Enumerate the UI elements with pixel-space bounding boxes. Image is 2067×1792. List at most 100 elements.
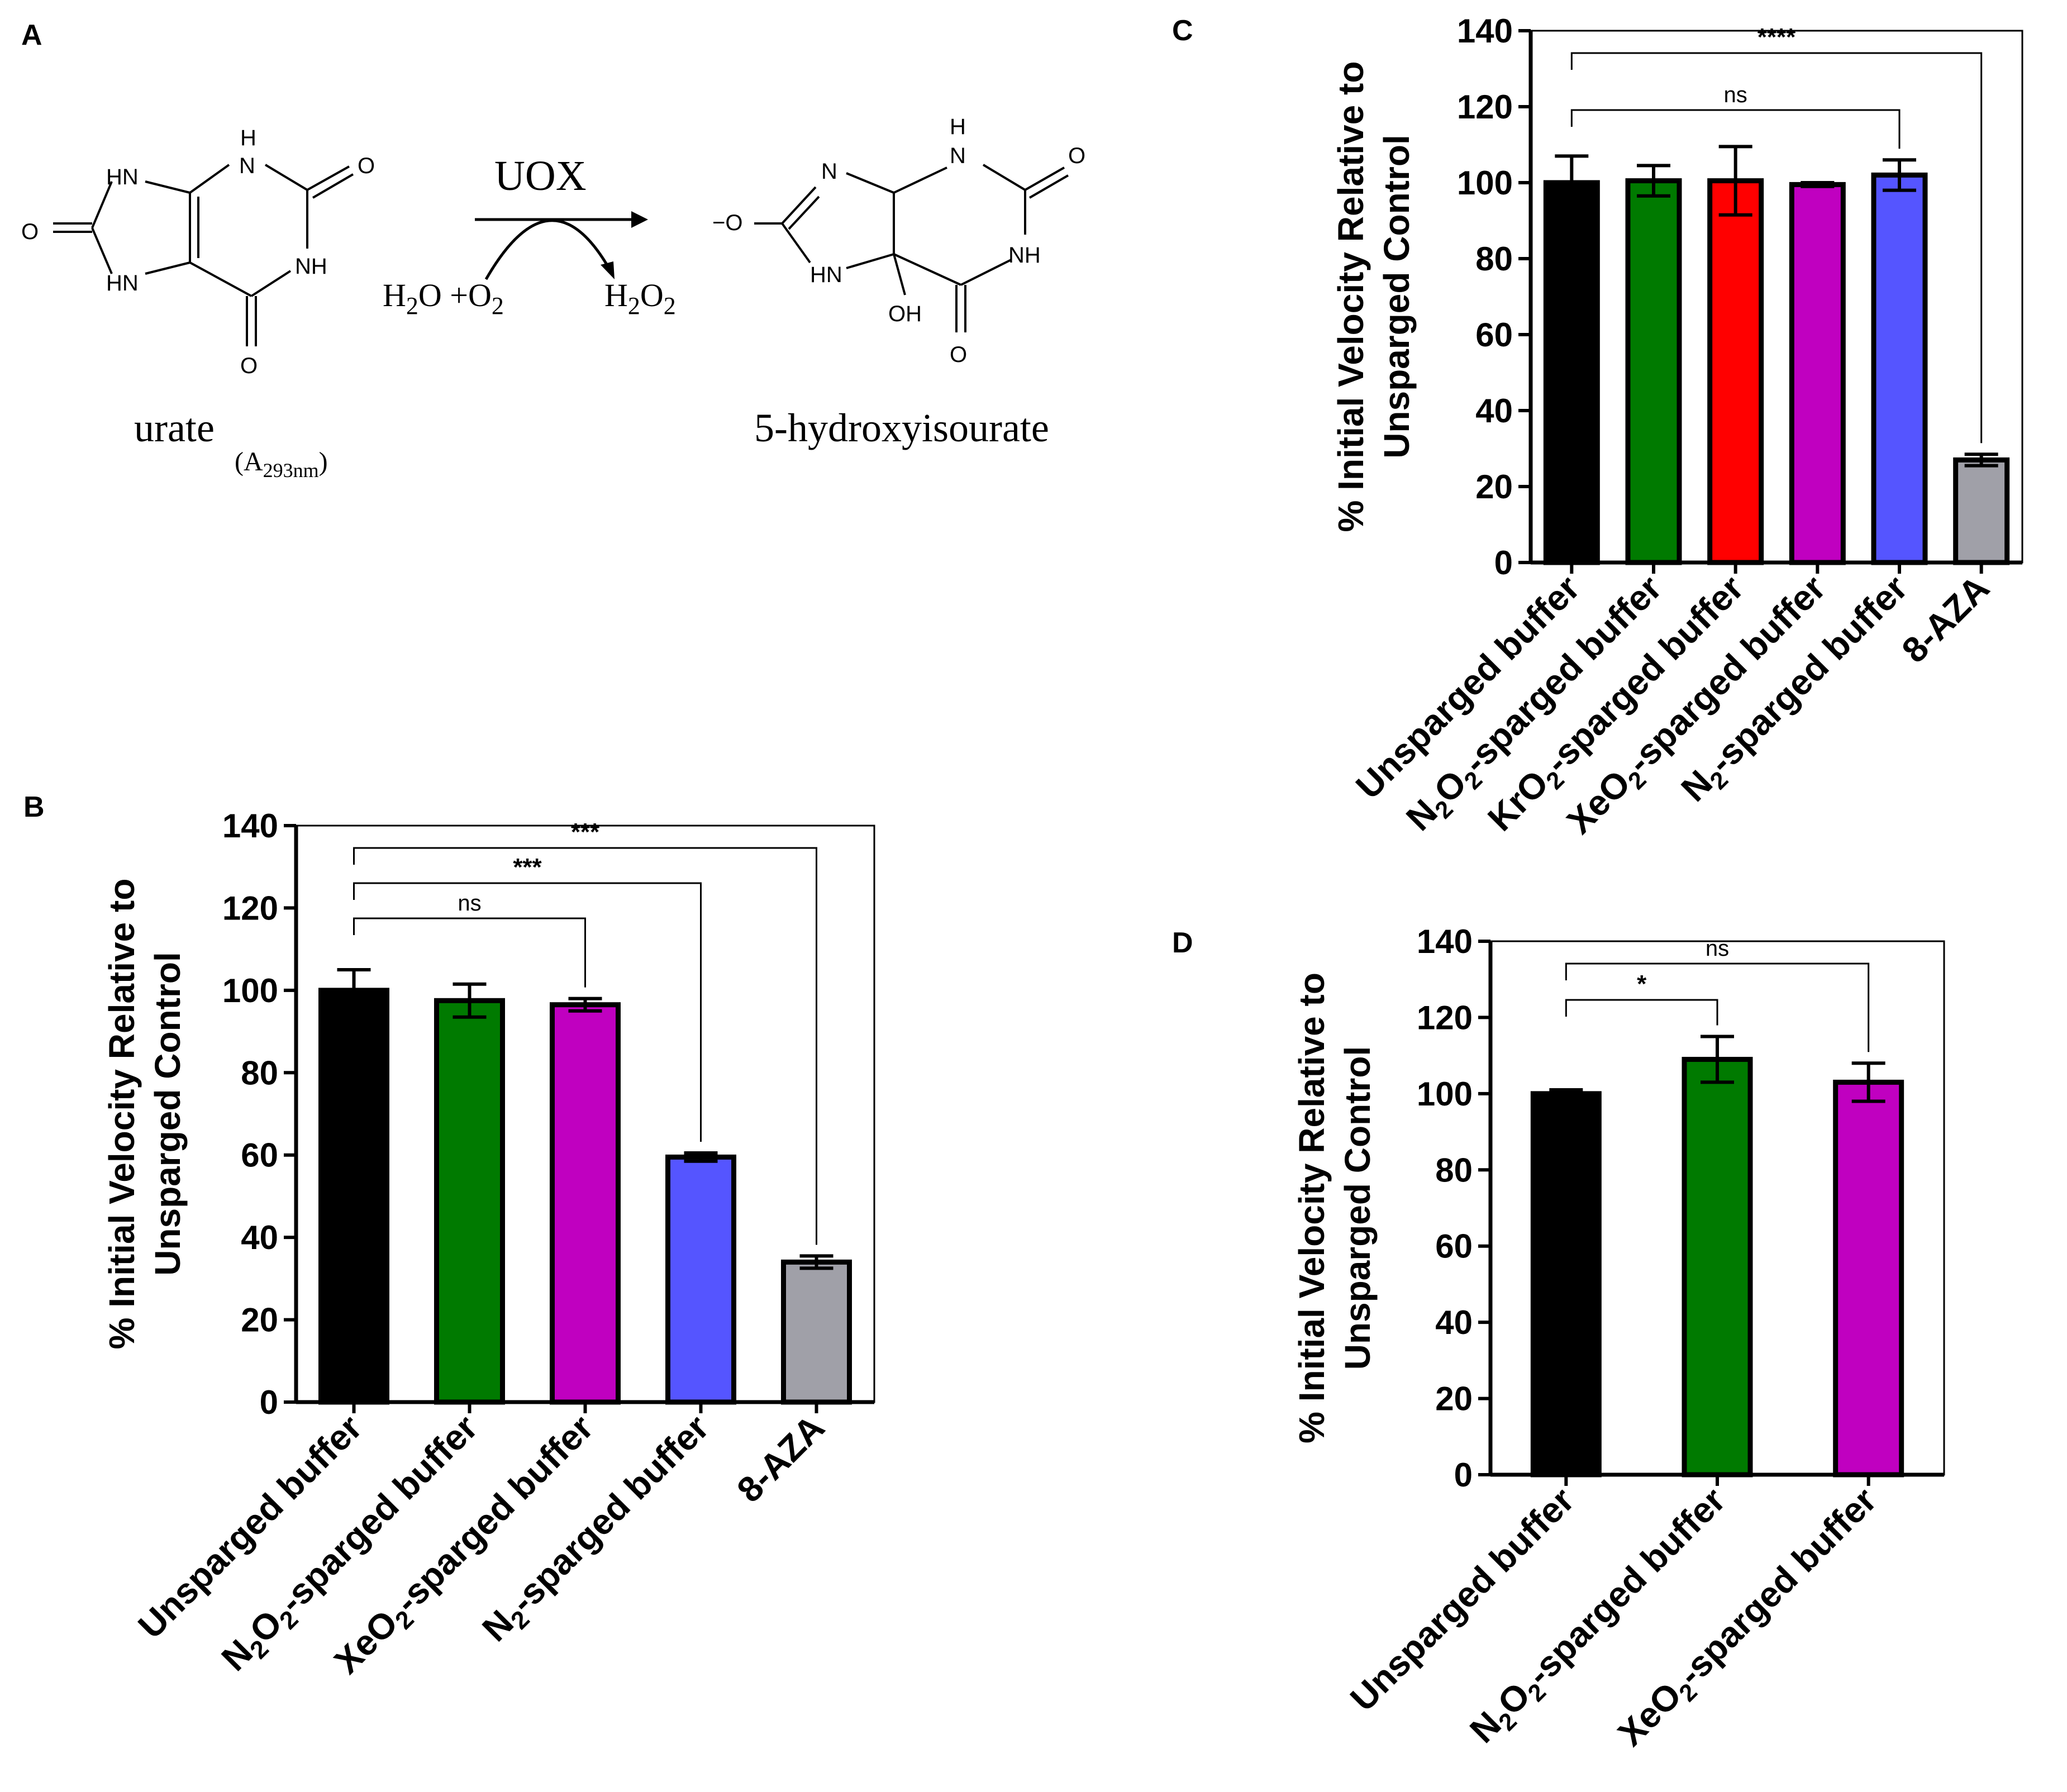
urate-atom-o: O [21, 220, 39, 244]
y-axis-label: % Initial Velocity Relative to [1292, 973, 1332, 1443]
significance-label: ns [1724, 83, 1747, 107]
significance-bracket [353, 847, 817, 1245]
x-tick-label-part: 8-AZA [1894, 568, 1997, 670]
bar [665, 1154, 736, 1405]
product-atom-nh: NH [1008, 243, 1041, 268]
y-tick-label: 140 [222, 807, 278, 845]
y-tick-label: 120 [1457, 88, 1513, 126]
product-atom-n: N [821, 159, 837, 184]
x-tick-label-part: -sparged buffer [272, 1407, 485, 1621]
bar [434, 998, 505, 1405]
y-tick-label: 80 [241, 1054, 278, 1092]
panel-letter-a: A [21, 19, 42, 51]
y-tick-label: 40 [1435, 1304, 1473, 1341]
urate-subscript-num: 293nm [263, 459, 319, 482]
urate-atom-h: H [240, 126, 256, 150]
panel-letter-d: D [1172, 927, 1193, 959]
product-atom-hn: HN [810, 263, 842, 287]
reagents-right-sub: 2 [628, 292, 640, 320]
bar [1543, 180, 1600, 565]
reaction-arrow: UOX [475, 152, 648, 280]
urate-subscript-open: (A [235, 447, 263, 476]
x-tick-label-part: 8-AZA [729, 1407, 832, 1510]
y-axis-label: % Initial Velocity Relative to [102, 879, 142, 1350]
y-tick-label: 0 [1454, 1456, 1473, 1494]
x-tick-label: Unsparged buffer [130, 1407, 369, 1646]
x-tick-label: XeO2-sparged buffer [1610, 1480, 1888, 1758]
y-tick-label: 40 [1475, 392, 1513, 430]
reagents-left-a: H [383, 277, 406, 313]
urate-atom-n: N [239, 154, 255, 178]
y-axis-label: Unsparged Control [1337, 1046, 1378, 1370]
panel-letter-c: C [1172, 15, 1193, 47]
hydroxyisourate-structure [754, 164, 1069, 332]
y-tick-label: 0 [260, 1384, 278, 1421]
urate-subscript-close: ) [319, 447, 328, 476]
x-tick-label: 8-AZA [1894, 568, 1997, 670]
y-tick-label: 20 [241, 1302, 278, 1339]
product-atom-o: O [950, 342, 967, 367]
product-label: 5-hydroxyisourate [754, 406, 1049, 450]
bar [1833, 1079, 1904, 1478]
panel-letter-b: B [23, 791, 45, 823]
y-tick-label: 60 [241, 1137, 278, 1174]
y-tick-label: 20 [1475, 468, 1513, 506]
chart-panel-b: 0 20 40 60 80 100 120 140 % Initial Velocity Rel… [102, 807, 875, 1681]
significance-bracket [1570, 109, 1901, 149]
reagents-right-a: H [604, 277, 628, 313]
x-tick-label: 8-AZA [729, 1407, 832, 1510]
y-tick-label: 100 [1417, 1075, 1473, 1113]
reagents-left: H2O +O2 [383, 277, 504, 320]
significance-label: *** [513, 854, 542, 881]
y-tick-label: 120 [1417, 999, 1473, 1036]
panel-a: A O HN HN H N O NH O urate [21, 19, 1085, 482]
significance-label: ns [1706, 936, 1729, 961]
urate-atom-hn: HN [106, 271, 139, 296]
chart-panel-d: 0 20 40 60 80 100 120 140 % Initial Velocity Rel… [1292, 923, 1945, 1758]
y-tick-label: 20 [1435, 1380, 1473, 1418]
significance-bracket [1565, 999, 1718, 1026]
bar [550, 1002, 621, 1405]
significance-label: ns [458, 891, 481, 916]
reagents-right-sub2: 2 [664, 292, 676, 320]
urate-atom-o: O [240, 354, 258, 378]
significance-label: **** [1758, 23, 1796, 51]
y-tick-label: 100 [222, 972, 278, 1009]
reagents-right-mid: O [640, 277, 664, 313]
x-tick-label-part: -sparged buffer [387, 1407, 601, 1621]
bar [1871, 172, 1928, 565]
y-tick-label: 80 [1435, 1151, 1473, 1189]
reagents-left-sub2: 2 [492, 292, 504, 320]
x-tick-label-part: Unsparged buffer [130, 1407, 369, 1646]
urate-atom-nh: NH [295, 254, 327, 279]
bar [1530, 1091, 1602, 1478]
x-tick-label-part: -sparged buffer [503, 1407, 717, 1621]
reagents-left-mid: O +O [418, 277, 492, 313]
product-atom-h: H [950, 115, 966, 139]
urate-atom-hn: HN [106, 165, 139, 189]
urate-label: urate [134, 406, 215, 450]
urate-structure [53, 164, 354, 346]
urate-subscript: (A293nm) [235, 447, 328, 482]
product-atom-neg-o: −O [712, 211, 742, 235]
y-axis-label: % Initial Velocity Relative to [1331, 61, 1371, 532]
product-atom-oh: OH [888, 302, 922, 326]
x-tick-label: N2O2-sparged buffer [1462, 1480, 1737, 1755]
enzyme-label: UOX [494, 152, 587, 199]
y-tick-label: 60 [1475, 316, 1513, 354]
y-axis-label: Unsparged Control [147, 952, 188, 1276]
bar [1625, 178, 1682, 565]
y-tick-label: 60 [1435, 1228, 1473, 1265]
significance-bracket [1565, 962, 1870, 1052]
significance-label: *** [571, 818, 600, 846]
y-tick-label: 140 [1417, 923, 1473, 960]
significance-bracket [353, 882, 702, 1142]
y-tick-label: 0 [1494, 544, 1513, 582]
product-atom-o: O [1068, 144, 1085, 168]
y-tick-label: 40 [241, 1219, 278, 1256]
urate-atom-o: O [358, 154, 375, 178]
y-tick-label: 80 [1475, 240, 1513, 278]
y-tick-label: 120 [222, 889, 278, 927]
